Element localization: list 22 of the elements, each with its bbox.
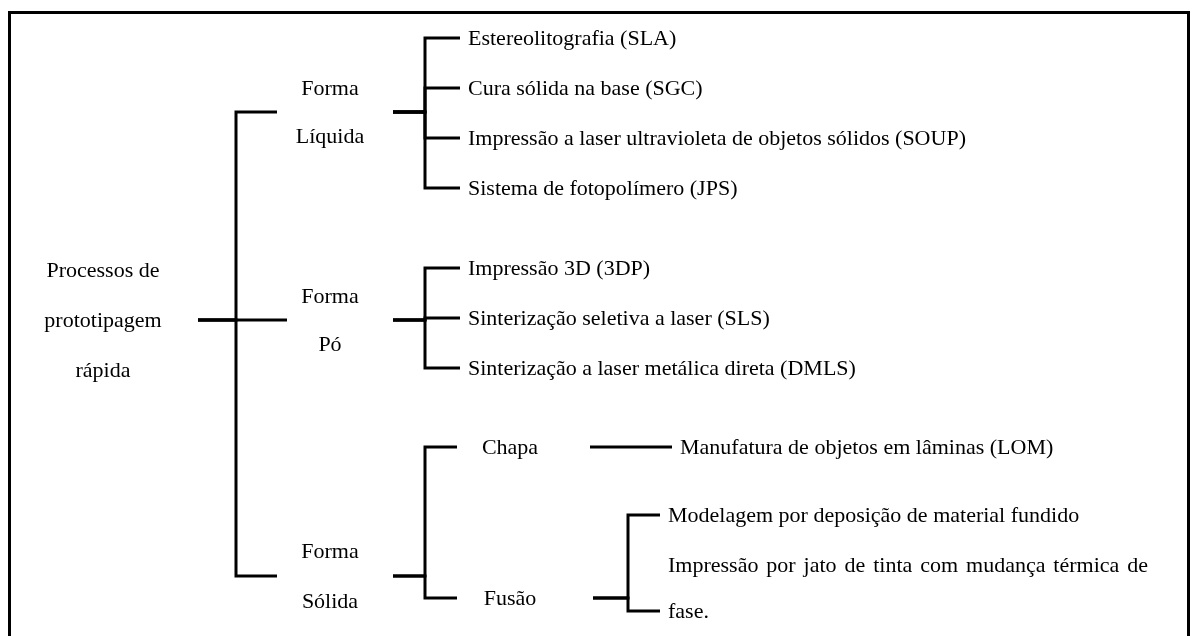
connector-line xyxy=(590,445,672,449)
node-label: Chapa xyxy=(480,433,540,461)
node-label: Impressão 3D (3DP) xyxy=(468,254,652,282)
connector-line xyxy=(198,318,277,578)
connector-line xyxy=(593,596,660,613)
node-label: Forma Pó xyxy=(300,282,360,358)
connector-line xyxy=(393,574,457,600)
node-label: Estereolitografia (SLA) xyxy=(468,24,678,52)
node-label: Processos de prototipagem rápida xyxy=(43,256,163,384)
node-label: Fusão xyxy=(482,584,538,612)
node-label: Sinterização seletiva a laser (SLS) xyxy=(468,304,771,332)
node-label: Impressão a laser ultravioleta de objetos sólidos (SOUP) xyxy=(468,124,967,152)
node-label: Forma Líquida xyxy=(294,74,366,150)
node-label: Cura sólida na base (SGC) xyxy=(468,74,704,102)
connector-line xyxy=(393,318,460,370)
node-label: Manufatura de objetos em lâminas (LOM) xyxy=(680,433,1055,461)
node-label: Modelagem por deposição de material fundido xyxy=(668,501,1081,529)
node-label: Impressão por jato de tinta com mudança térmica de fase. xyxy=(668,551,1148,625)
node-label: Sinterização a laser metálica direta (DMLS) xyxy=(468,354,857,382)
node-label: Forma Sólida xyxy=(300,537,360,615)
node-label: Sistema de fotopolímero (JPS) xyxy=(468,174,739,202)
connector-line xyxy=(393,110,460,190)
